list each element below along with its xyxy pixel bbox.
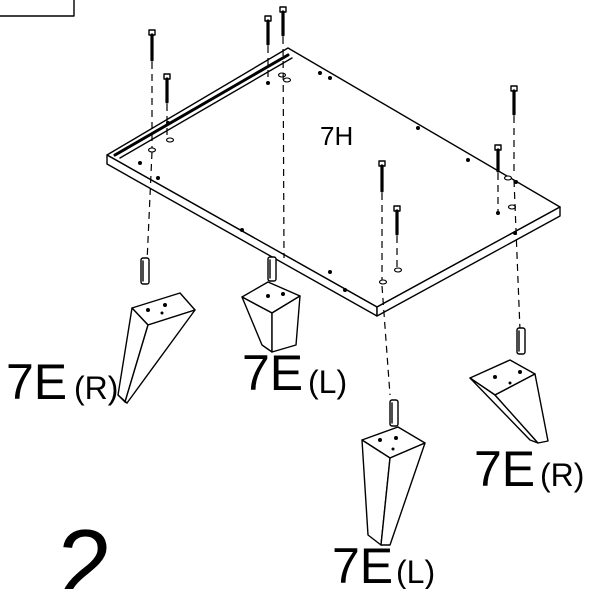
label-leg-front-left-code: 7E xyxy=(6,354,67,410)
label-leg-back-left-code: 7E xyxy=(242,345,303,401)
leg-back-right xyxy=(469,359,549,444)
label-leg-front-left-side: (R) xyxy=(74,370,118,406)
label-leg-front-left: 7E (R) xyxy=(6,354,118,410)
dowels xyxy=(140,256,526,427)
top-panel xyxy=(106,47,561,317)
label-leg-front-center: 7E (L) xyxy=(332,538,435,594)
leg-front-left xyxy=(117,292,196,404)
leg-front-center xyxy=(361,426,426,546)
guide-lines xyxy=(146,36,521,396)
label-top-panel: 7H xyxy=(320,121,353,151)
screws xyxy=(148,6,518,236)
label-leg-back-right: 7E (R) xyxy=(474,441,584,497)
label-leg-back-right-side: (R) xyxy=(540,457,584,493)
step-header-box xyxy=(0,0,75,17)
label-leg-back-left-side: (L) xyxy=(308,364,347,400)
leg-back-left xyxy=(241,281,301,353)
label-leg-front-center-code: 7E xyxy=(332,538,393,589)
label-leg-back-left: 7E (L) xyxy=(242,345,347,401)
label-leg-back-right-code: 7E xyxy=(474,441,535,497)
label-leg-front-center-side: (L) xyxy=(396,554,435,589)
step-number: 2 xyxy=(58,509,113,589)
